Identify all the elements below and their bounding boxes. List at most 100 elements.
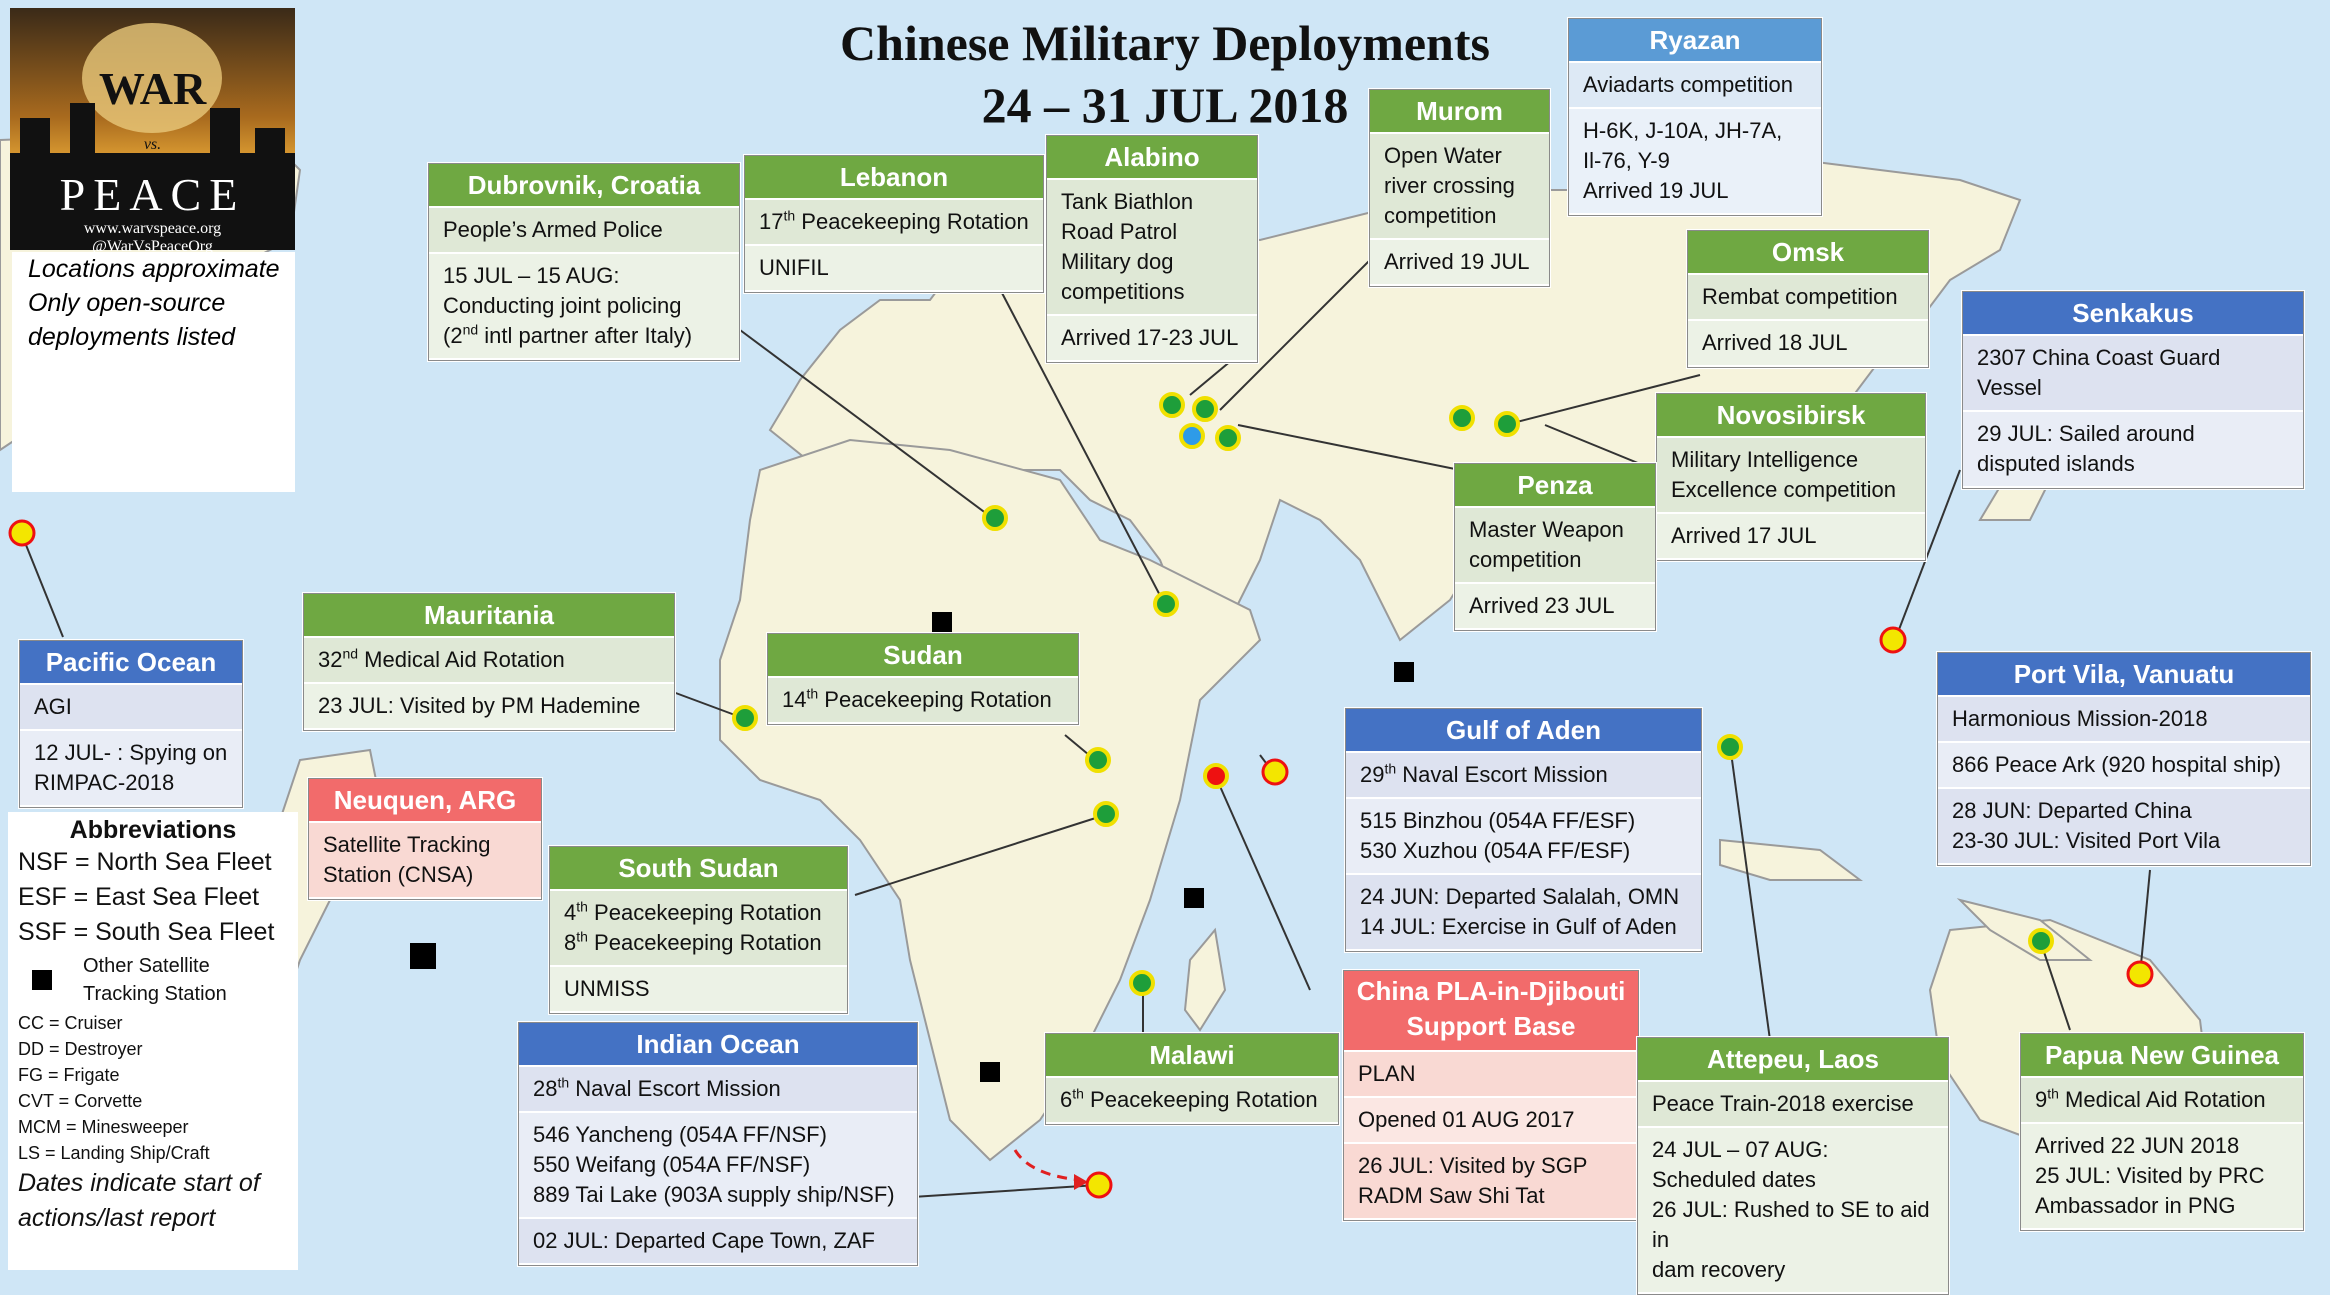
card-title: Dubrovnik, Croatia: [429, 164, 739, 208]
card-sudan: Sudan 14th Peacekeeping Rotation: [767, 633, 1079, 725]
card-title: Omsk: [1688, 231, 1928, 275]
abbr-nsf: NSF = North Sea Fleet: [18, 848, 272, 876]
card-text: Satellite Tracking: [323, 832, 491, 857]
card-text: 25 JUL: Visited by PRC: [2035, 1163, 2265, 1188]
card-text: 889 Tai Lake (903A supply ship/NSF): [533, 1182, 895, 1207]
note-line: deployments listed: [28, 323, 236, 351]
card-text: competition: [1469, 547, 1582, 572]
card-text: 8th Peacekeeping Rotation: [564, 928, 822, 955]
war-vs-peace-logo: WAR vs. PEACE www.warvspeace.org @WarVsP…: [10, 8, 295, 255]
card-row: 29 JUL: Sailed around disputed islands: [1963, 412, 2303, 488]
card-title: Ryazan: [1569, 19, 1821, 63]
card-dubrovnik: Dubrovnik, Croatia People’s Armed Police…: [428, 163, 740, 361]
card-south-sudan: South Sudan 4th Peacekeeping Rotation 8t…: [549, 846, 848, 1014]
disclaimer-note: Locations approximate Only open-source d…: [12, 252, 295, 492]
card-row: UNMISS: [550, 967, 847, 1013]
abbr-dates: Dates indicate start of: [18, 1169, 260, 1197]
card-title: Gulf of Aden: [1346, 709, 1701, 753]
card-text: (2nd intl partner after Italy): [443, 321, 693, 348]
marker-dubrovnik: [982, 505, 1008, 531]
card-text: Military dog: [1061, 249, 1174, 274]
tracking-station-marker: [932, 612, 952, 632]
card-text: 15 JUL – 15 AUG:: [443, 263, 620, 288]
card-text: Station (CNSA): [323, 862, 474, 887]
abbr-fg: FG = Frigate: [18, 1065, 120, 1085]
map-title: Chinese Military Deployments 24 – 31 JUL…: [700, 12, 1630, 136]
card-title-line: Support Base: [1406, 1011, 1576, 1041]
marker-sudan: [1085, 747, 1111, 773]
card-row: 24 JUL – 07 AUG: Scheduled dates 26 JUL:…: [1638, 1128, 1948, 1294]
card-row: 23 JUL: Visited by PM Hademine: [304, 684, 674, 730]
card-title: Alabino: [1047, 136, 1257, 180]
card-row: PLAN: [1344, 1052, 1638, 1098]
card-djibouti: China PLA-in-Djibouti Support Base PLAN …: [1343, 970, 1639, 1221]
card-text: Excellence competition: [1671, 477, 1897, 502]
card-title: Attepeu, Laos: [1638, 1038, 1948, 1082]
yellow-markers: [8, 519, 2154, 1199]
card-text: RADM Saw Shi Tat: [1358, 1183, 1545, 1208]
card-title: Novosibirsk: [1657, 394, 1925, 438]
card-indian-ocean: Indian Ocean 28th Naval Escort Mission 5…: [518, 1022, 918, 1266]
card-row: 15 JUL – 15 AUG: Conducting joint polici…: [429, 254, 739, 360]
card-row: Arrived 18 JUL: [1688, 321, 1928, 367]
abbr-station-line: Other Satellite: [83, 955, 210, 977]
marker-south-sudan: [1093, 801, 1119, 827]
card-title: Papua New Guinea: [2021, 1034, 2303, 1078]
card-row: 28 JUN: Departed China 23-30 JUL: Visite…: [1938, 789, 2310, 865]
card-text: Road Patrol: [1061, 219, 1178, 244]
marker-pacific: [8, 519, 36, 547]
card-text: Tank Biathlon: [1061, 189, 1194, 214]
abbr-station: Other Satellite Tracking Station: [8, 952, 298, 1010]
abbr-ls: LS = Landing Ship/Craft: [18, 1143, 210, 1163]
card-row: AGI: [20, 685, 242, 731]
card-row: 26 JUL: Visited by SGP RADM Saw Shi Tat: [1344, 1144, 1638, 1220]
card-row: Open Water river crossing competition: [1370, 134, 1549, 240]
abbr-mcm: MCM = Minesweeper: [18, 1117, 189, 1137]
card-row: 24 JUN: Departed Salalah, OMN 14 JUL: Ex…: [1346, 875, 1701, 951]
card-row: 02 JUL: Departed Cape Town, ZAF: [519, 1219, 917, 1265]
marker-novosibirsk: [1494, 411, 1520, 437]
card-row: Peace Train-2018 exercise: [1638, 1082, 1948, 1128]
deployment-markers: [732, 392, 2054, 996]
card-text: 530 Xuzhou (054A FF/ESF): [1360, 838, 1631, 863]
card-text: 28 JUN: Departed China: [1952, 798, 2192, 823]
card-title: Lebanon: [745, 156, 1043, 200]
card-text: Master Weapon: [1469, 517, 1624, 542]
leader-lines: [21, 239, 2151, 1199]
card-title: South Sudan: [550, 847, 847, 891]
card-row: 866 Peace Ark (920 hospital ship): [1938, 743, 2310, 789]
card-text: 23-30 JUL: Visited Port Vila: [1952, 828, 2221, 853]
card-text: competitions: [1061, 279, 1185, 304]
card-title: Mauritania: [304, 594, 674, 638]
card-row: Opened 01 AUG 2017: [1344, 1098, 1638, 1144]
card-row: 6th Peacekeeping Rotation: [1046, 1078, 1338, 1124]
card-row: 546 Yancheng (054A FF/NSF) 550 Weifang (…: [519, 1113, 917, 1219]
tracking-station-marker: [1394, 662, 1414, 682]
card-row: Rembat competition: [1688, 275, 1928, 321]
card-row: Arrived 19 JUL: [1370, 240, 1549, 286]
card-row: 2307 China Coast Guard Vessel: [1963, 336, 2303, 412]
tracking-stations: [410, 612, 1414, 1082]
card-text: 26 JUL: Rushed to SE to aid in: [1652, 1197, 1930, 1252]
handle: @WarVsPeaceOrg: [92, 238, 213, 255]
card-row: Master Weapon competition: [1455, 508, 1655, 584]
card-row: 515 Binzhou (054A FF/ESF) 530 Xuzhou (05…: [1346, 799, 1701, 875]
title-line1: Chinese Military Deployments: [840, 15, 1490, 71]
route-arrowhead: [1074, 1174, 1088, 1190]
card-row: 17th Peacekeeping Rotation: [745, 200, 1043, 246]
card-papua-new-guinea: Papua New Guinea 9th Medical Aid Rotatio…: [2020, 1033, 2304, 1231]
note-line: Locations approximate: [28, 255, 280, 283]
card-text: 4th Peacekeeping Rotation: [564, 898, 822, 925]
card-title: Sudan: [768, 634, 1078, 678]
card-title: Senkakus: [1963, 292, 2303, 336]
card-title: Indian Ocean: [519, 1023, 917, 1067]
card-text: Conducting joint policing: [443, 293, 682, 318]
card-text: Ambassador in PNG: [2035, 1193, 2236, 1218]
marker-murom: [1192, 396, 1218, 422]
papua-island: [1956, 898, 2093, 961]
card-senkakus: Senkakus 2307 China Coast Guard Vessel 2…: [1962, 291, 2304, 489]
card-title: Port Vila, Vanuatu: [1938, 653, 2310, 697]
card-title-line: China PLA-in-Djibouti: [1356, 976, 1626, 1006]
card-text: Arrived 19 JUL: [1583, 178, 1729, 203]
card-lebanon: Lebanon 17th Peacekeeping Rotation UNIFI…: [744, 155, 1044, 293]
